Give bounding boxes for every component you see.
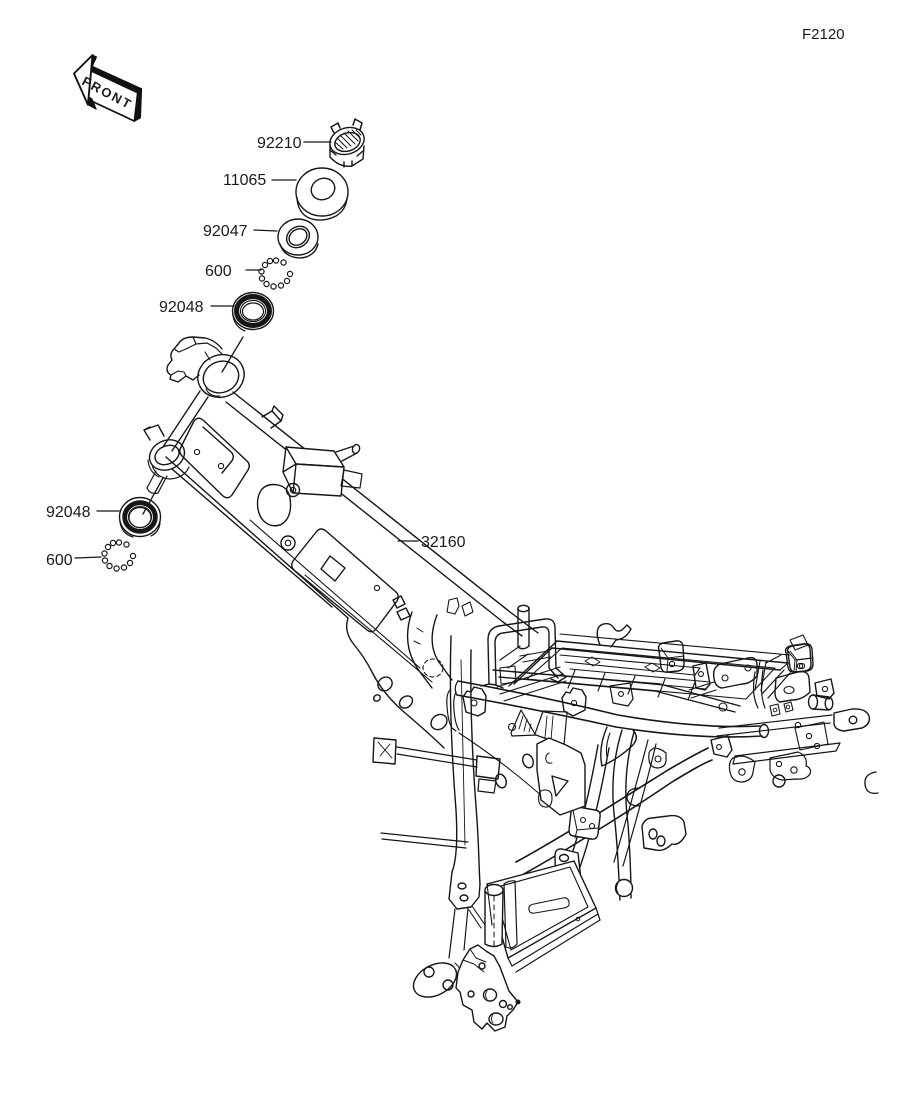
svg-text:92048: 92048 [159,299,204,316]
svg-text:F2120: F2120 [802,26,845,43]
svg-text:600: 600 [46,552,73,569]
svg-text:92047: 92047 [203,223,248,240]
svg-text:32160: 32160 [421,534,466,551]
svg-text:11065: 11065 [223,172,266,189]
svg-text:600: 600 [205,263,232,280]
svg-text:92048: 92048 [46,504,91,521]
svg-text:92210: 92210 [257,135,302,152]
